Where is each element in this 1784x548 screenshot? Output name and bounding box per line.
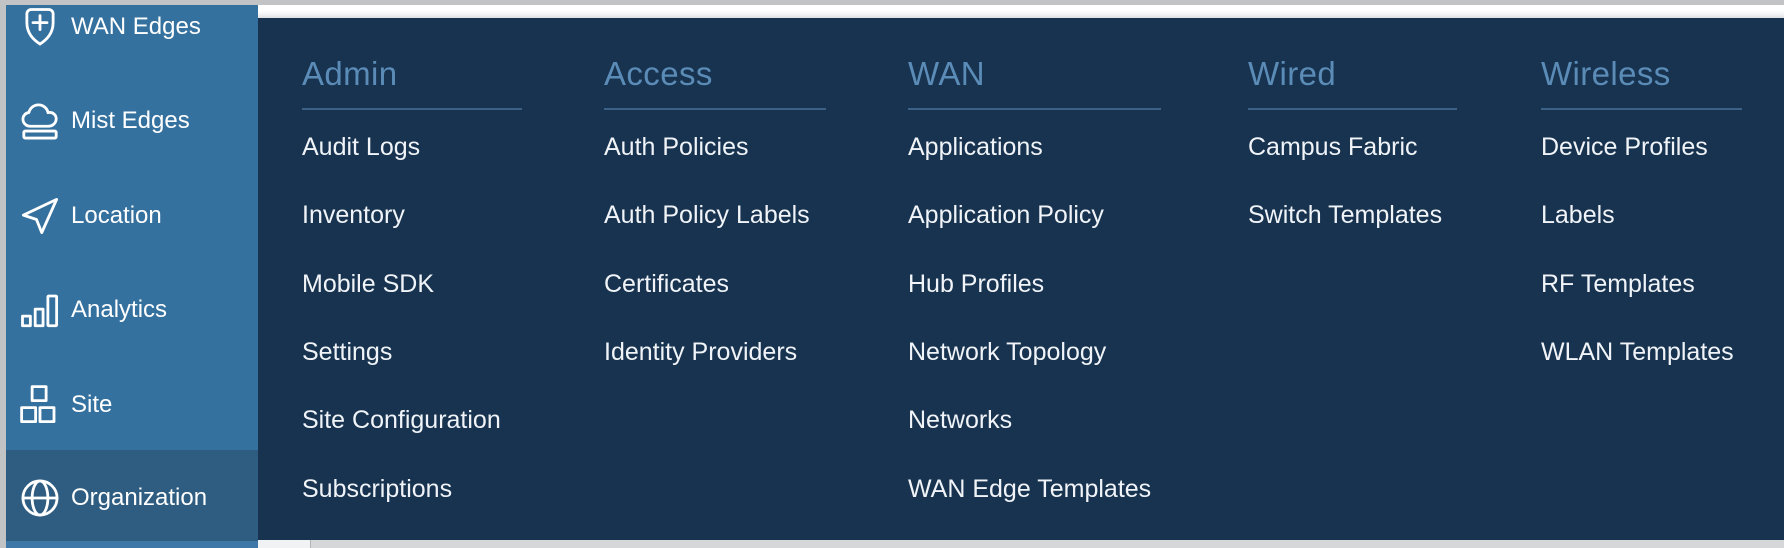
sidebar-item-label: Organization xyxy=(71,484,208,511)
column-rule xyxy=(604,108,826,110)
window-left-border xyxy=(0,0,6,548)
bottom-edge-strip-light xyxy=(258,540,310,548)
sidebar-item-label: WAN Edges xyxy=(71,13,201,40)
menu-item-device-profiles[interactable]: Device Profiles xyxy=(1541,133,1708,161)
window-top-border xyxy=(0,0,1784,5)
menu-item-labels[interactable]: Labels xyxy=(1541,201,1615,229)
menu-item-application-policy[interactable]: Application Policy xyxy=(908,201,1104,229)
sidebar-item-analytics[interactable]: Analytics xyxy=(6,263,258,357)
menu-item-site-configuration[interactable]: Site Configuration xyxy=(302,406,501,434)
menu-item-identity-providers[interactable]: Identity Providers xyxy=(604,338,798,366)
page-header-strip xyxy=(258,5,1784,18)
menu-item-rf-templates[interactable]: RF Templates xyxy=(1541,270,1695,298)
menu-item-campus-fabric[interactable]: Campus Fabric xyxy=(1248,133,1418,161)
sidebar-item-location[interactable]: Location xyxy=(6,169,258,263)
site-blocks-icon xyxy=(17,382,63,428)
sidebar-item-label: Analytics xyxy=(71,296,168,323)
menu-item-subscriptions[interactable]: Subscriptions xyxy=(302,475,453,503)
column-title: Admin xyxy=(302,55,398,92)
sidebar-item-label: Location xyxy=(71,202,162,229)
flyout-column-access: Access Auth Policies Auth Policy Labels … xyxy=(604,18,904,540)
sidebar-item-site[interactable]: Site xyxy=(6,358,258,452)
column-rule xyxy=(908,108,1161,110)
flyout-column-wan: WAN Applications Application Policy Hub … xyxy=(908,18,1208,540)
menu-item-wan-edge-templates[interactable]: WAN Edge Templates xyxy=(908,475,1152,503)
shield-plus-icon xyxy=(17,5,63,50)
column-title: Wireless xyxy=(1541,55,1671,92)
bottom-edge-strip xyxy=(258,540,1784,548)
menu-item-wlan-templates[interactable]: WLAN Templates xyxy=(1541,338,1734,366)
cloud-edge-icon xyxy=(17,98,63,144)
column-rule xyxy=(1248,108,1457,110)
flyout-column-admin: Admin Audit Logs Inventory Mobile SDK Se… xyxy=(302,18,602,540)
menu-item-audit-logs[interactable]: Audit Logs xyxy=(302,133,421,161)
flyout-column-wired: Wired Campus Fabric Switch Templates xyxy=(1248,18,1548,540)
menu-item-mobile-sdk[interactable]: Mobile SDK xyxy=(302,270,434,298)
bottom-edge-divider xyxy=(310,540,311,548)
menu-item-switch-templates[interactable]: Switch Templates xyxy=(1248,201,1443,229)
menu-item-certificates[interactable]: Certificates xyxy=(604,270,730,298)
sidebar-next-row-sliver xyxy=(6,541,258,548)
flyout-column-wireless: Wireless Device Profiles Labels RF Templ… xyxy=(1541,18,1784,540)
sidebar-item-label: Mist Edges xyxy=(71,107,190,134)
menu-item-network-topology[interactable]: Network Topology xyxy=(908,338,1107,366)
globe-icon xyxy=(17,475,63,521)
menu-item-auth-policies[interactable]: Auth Policies xyxy=(604,133,749,161)
sidebar-item-wan-edges[interactable]: WAN Edges xyxy=(6,5,258,74)
organization-flyout-menu: Admin Audit Logs Inventory Mobile SDK Se… xyxy=(258,18,1784,540)
menu-item-applications[interactable]: Applications xyxy=(908,133,1043,161)
menu-item-networks[interactable]: Networks xyxy=(908,406,1013,434)
sidebar-item-label: Site xyxy=(71,391,113,418)
menu-item-inventory[interactable]: Inventory xyxy=(302,201,405,229)
column-title: Access xyxy=(604,55,713,92)
column-rule xyxy=(1541,108,1742,110)
menu-item-settings[interactable]: Settings xyxy=(302,338,393,366)
menu-item-hub-profiles[interactable]: Hub Profiles xyxy=(908,270,1045,298)
bar-chart-icon xyxy=(17,287,63,333)
column-title: Wired xyxy=(1248,55,1337,92)
paper-plane-icon xyxy=(17,193,63,239)
sidebar-item-mist-edges[interactable]: Mist Edges xyxy=(6,74,258,168)
primary-sidebar: WAN Edges Mist Edges Location xyxy=(6,5,258,548)
column-title: WAN xyxy=(908,55,985,92)
sidebar-item-organization[interactable]: Organization xyxy=(6,450,258,546)
column-rule xyxy=(302,108,522,110)
menu-item-auth-policy-labels[interactable]: Auth Policy Labels xyxy=(604,201,810,229)
